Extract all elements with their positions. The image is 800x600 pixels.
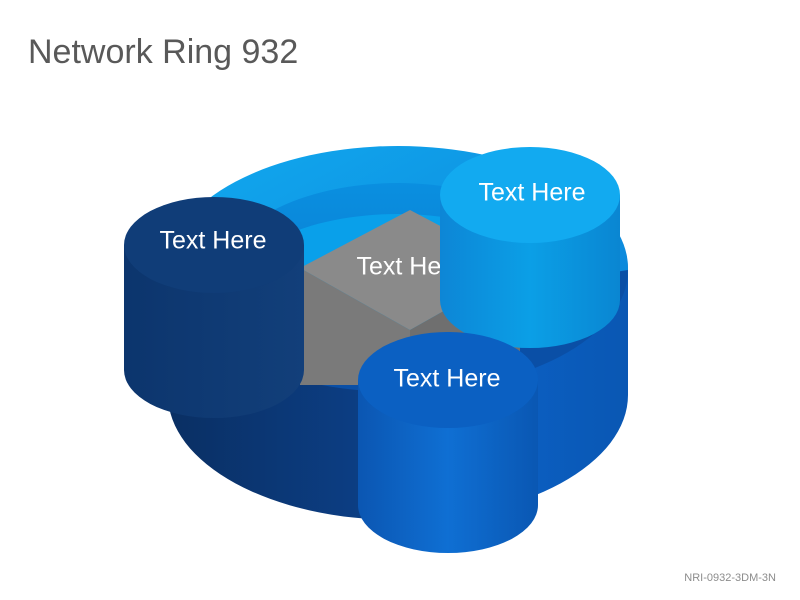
node-bottom xyxy=(358,332,538,553)
node-left xyxy=(124,197,304,418)
slide-code: NRI-0932-3DM-3N xyxy=(684,572,776,584)
node-bottom-label: Text Here xyxy=(394,365,501,393)
node-top-right xyxy=(440,147,620,348)
node-top-right-top xyxy=(440,147,620,243)
node-top-right-label: Text Here xyxy=(479,179,586,207)
node-bottom-side xyxy=(358,380,538,553)
node-left-side xyxy=(124,245,304,418)
slide-title: Network Ring 932 xyxy=(28,33,299,71)
node-left-label: Text Here xyxy=(160,227,267,255)
node-left-top xyxy=(124,197,304,293)
node-bottom-top xyxy=(358,332,538,428)
